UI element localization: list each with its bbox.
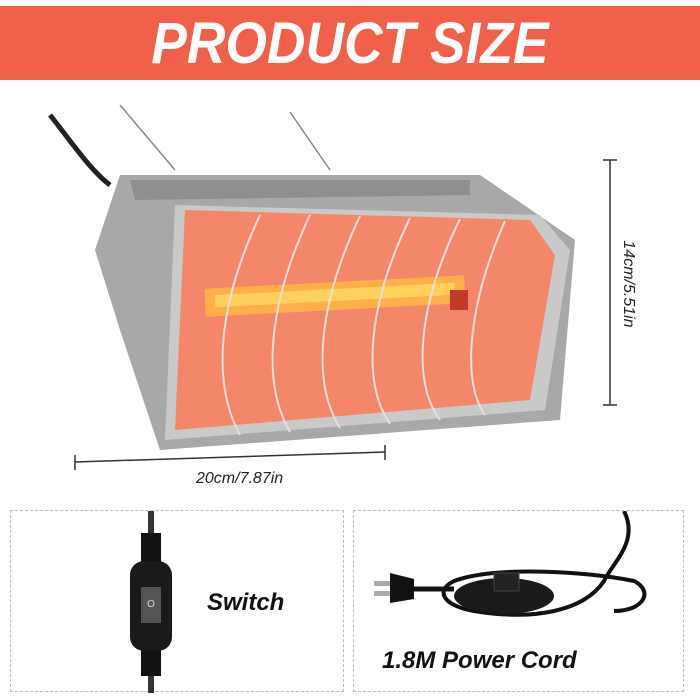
heater-illustration	[48, 104, 617, 470]
power-cord-panel: 1.8M Power Cord	[353, 510, 684, 692]
banner-title: PRODUCT SIZE	[151, 10, 549, 76]
switch-image: O	[130, 511, 172, 693]
switch-label: Switch	[207, 589, 285, 616]
svg-text:O: O	[147, 599, 155, 610]
width-dimension-label: 20cm/7.87in	[196, 470, 284, 487]
height-dimension-label: 14cm/5.51in	[620, 240, 637, 328]
title-banner: PRODUCT SIZE	[0, 6, 700, 80]
switch-panel: O Switch	[10, 510, 344, 693]
power-cord-image	[374, 511, 647, 617]
power-cord-label: 1.8M Power Cord	[382, 647, 577, 674]
